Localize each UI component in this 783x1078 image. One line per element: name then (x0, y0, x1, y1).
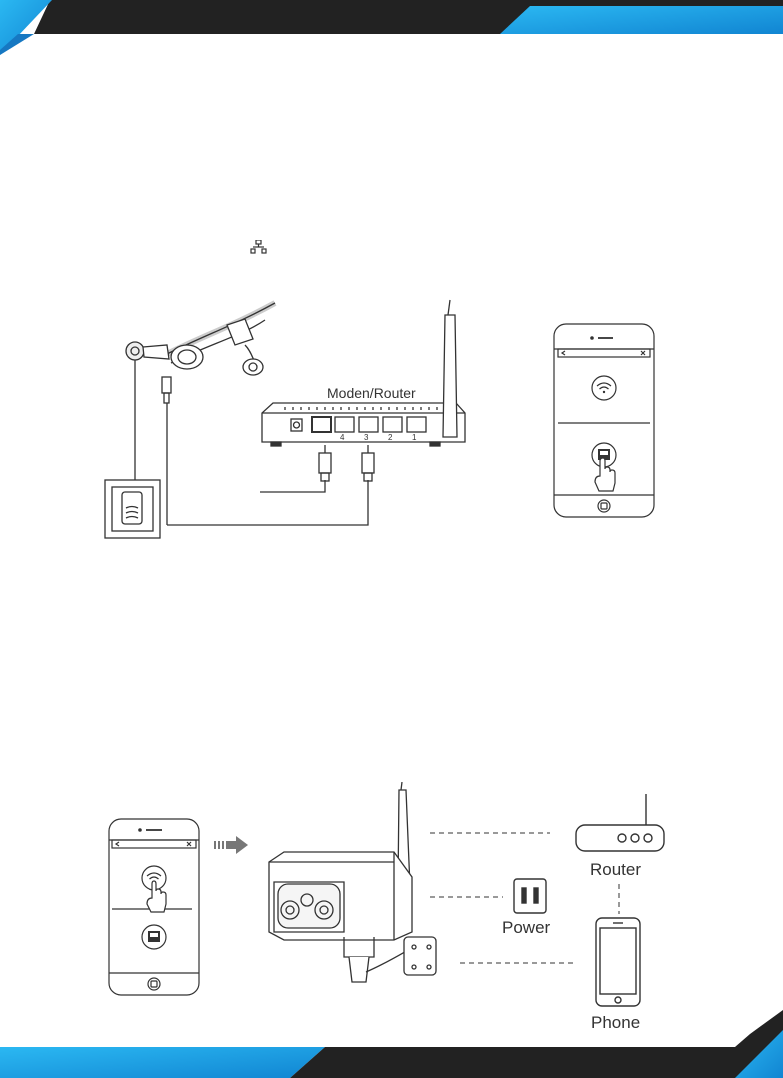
network-icon (250, 240, 268, 254)
connection-lines (425, 825, 585, 970)
router-phone-link (617, 884, 621, 914)
port-label: 4 (340, 433, 344, 442)
ethernet-icon (142, 925, 166, 949)
port-label: 1 (412, 433, 416, 442)
power-outlet-icon (512, 877, 548, 915)
port-label: 2 (388, 433, 392, 442)
port-label: 3 (364, 433, 368, 442)
router-icon (574, 792, 666, 854)
wifi-icon (592, 376, 616, 400)
router-label: Router (590, 860, 641, 880)
arrow-icon (214, 836, 248, 854)
phone-wired-mode (553, 323, 655, 518)
header-bar (0, 0, 783, 60)
phone-icon (594, 916, 642, 1008)
footer-bar (0, 1010, 783, 1078)
router-label: Moden/Router (327, 385, 416, 401)
phone-wireless-mode (108, 818, 200, 996)
power-label: Power (502, 918, 550, 938)
